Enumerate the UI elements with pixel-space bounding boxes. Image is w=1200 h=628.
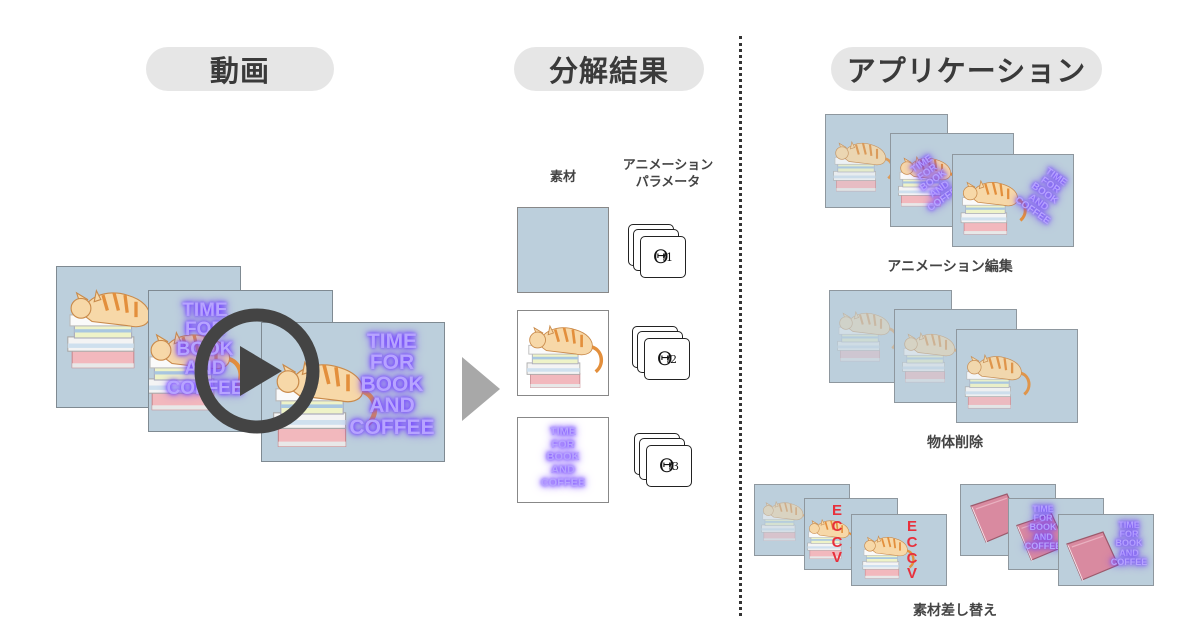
neon-word: TIME [182,300,228,321]
cat-on-books-illustration [828,133,898,197]
material-cat [517,310,609,396]
eccv-text: E C C V [827,503,847,566]
label-material-swap: 素材差し替え [913,603,997,619]
neon-word: FOR [1033,513,1053,524]
neon-word: FOR [1119,529,1139,540]
swap-book-frame-2: TIME FOR BOOK AND COFFEE [1008,498,1104,570]
neon-word: AND [369,394,415,418]
eccv-letter: V [906,565,917,583]
header-video: 動画 [146,47,334,91]
column-label-anim-params: アニメーション パラメータ [606,157,730,191]
swap-book-frame-3: TIME FOR BOOK AND COFFEE [1058,514,1154,586]
neon-word: TIME [1032,504,1054,514]
neon-word: BOOK [360,372,424,396]
eccv-letter: C [831,517,843,535]
neon-word: FOR [369,351,415,375]
cat-on-books-illustration [832,303,902,367]
neon-text-block: TIME FOR BOOK AND COFFEE [520,426,606,489]
eccv-letter: C [906,549,918,567]
removal-frame-3 [956,329,1078,423]
anim-params-line2: パラメータ [635,175,701,190]
play-icon[interactable] [192,306,322,436]
video-frame-3: TIME FOR BOOK AND COFFEE [261,322,445,462]
material-background [517,207,609,293]
neon-word: COFFEE [1024,540,1062,551]
right-arrow-icon [462,357,500,421]
neon-word: TIME [1118,520,1140,530]
section-divider [739,36,742,616]
header-decomposition: 分解結果 [514,47,704,91]
neon-word: BOOK [546,451,580,464]
neon-word: AND [551,463,575,476]
label-animation-edit: アニメーション編集 [887,259,1013,275]
neon-word: AND [1119,547,1139,558]
eccv-letter: E [906,518,917,535]
neon-word: TIME [549,426,577,438]
eccv-letter: V [831,549,842,567]
header-applications: アプリケーション [831,47,1102,91]
neon-word: COFFEE [1110,556,1148,567]
neon-text-block: TIME FOR BOOK AND COFFEE [1105,520,1153,567]
neon-word: COFFEE [349,415,435,439]
anim-edit-frame-3: TIME FOR BOOK AND COFFEE [952,154,1074,247]
neon-word: FOR [551,438,575,451]
eccv-letter: C [906,533,918,551]
label-object-removal: 物体削除 [927,435,983,451]
neon-text-block: TIME FOR BOOK AND COFFEE [344,331,440,438]
anim-params-line1: アニメーション [622,158,714,173]
material-text: TIME FOR BOOK AND COFFEE [517,417,609,503]
column-label-material: 素材 [549,170,576,185]
neon-word: BOOK [1115,538,1143,549]
eccv-letter: C [831,533,843,551]
eccv-letter: E [831,502,842,519]
neon-text-block: TIME FOR BOOK AND COFFEE [1013,504,1073,551]
swap-eccv-frame-3: E C C V [851,514,947,586]
neon-word: AND [1033,531,1053,542]
neon-word: COFFEE [540,476,586,489]
cat-on-books-illustration [959,346,1035,414]
neon-word: BOOK [1029,522,1057,533]
eccv-text: E C C V [902,519,922,582]
neon-word: TIME [366,330,418,353]
cat-on-books-illustration [520,315,608,395]
